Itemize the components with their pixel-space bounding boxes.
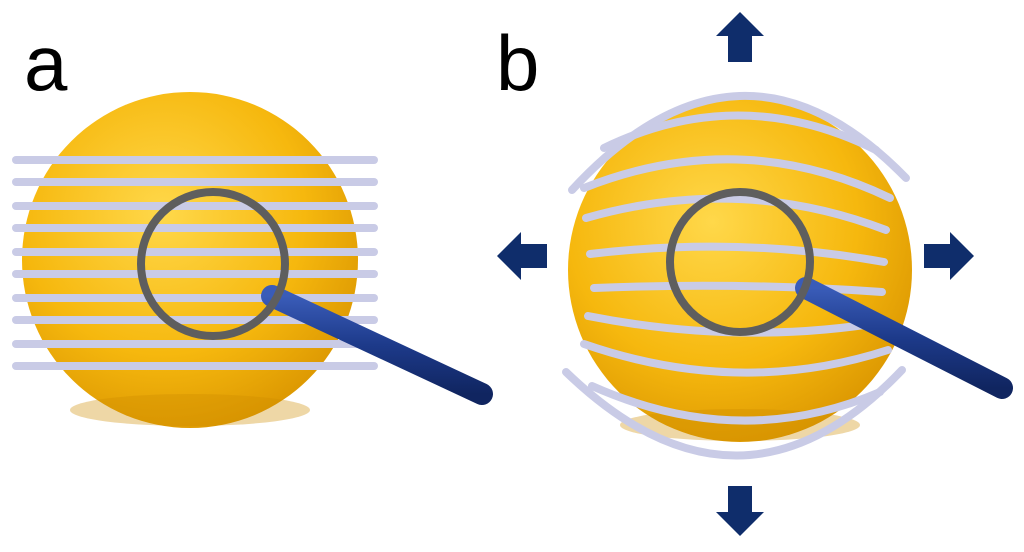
fiber-b-outer-bottom	[562, 366, 906, 460]
magnifier-handle	[261, 285, 493, 405]
fiber-b-4	[586, 242, 888, 266]
arrow-down-icon	[716, 486, 764, 536]
arrow-up-icon	[716, 12, 764, 62]
sphere-a-shadow	[70, 394, 310, 426]
fiber-b-8	[588, 382, 884, 425]
expansion-arrows	[497, 12, 974, 536]
magnifier-lens	[137, 188, 289, 340]
fiber-b-3	[582, 194, 890, 234]
magnifier-lens	[666, 188, 814, 336]
sphere-b	[568, 98, 912, 442]
fiber-b-7	[580, 340, 892, 377]
magnifying-glass-icon	[137, 188, 493, 405]
sphere-a	[22, 92, 358, 428]
fiber-b-1	[600, 111, 880, 154]
panel-b	[497, 12, 1013, 536]
magnifying-glass-icon	[666, 188, 1013, 399]
panel-label-a: a	[24, 19, 68, 107]
arrow-right-icon	[924, 232, 974, 280]
magnifier-handle	[795, 277, 1013, 399]
arrow-left-icon	[497, 232, 547, 280]
fiber-b-5	[590, 281, 886, 296]
panel-a	[12, 92, 493, 428]
panel-label-b: b	[496, 19, 540, 107]
fiber-b-2	[580, 155, 894, 202]
